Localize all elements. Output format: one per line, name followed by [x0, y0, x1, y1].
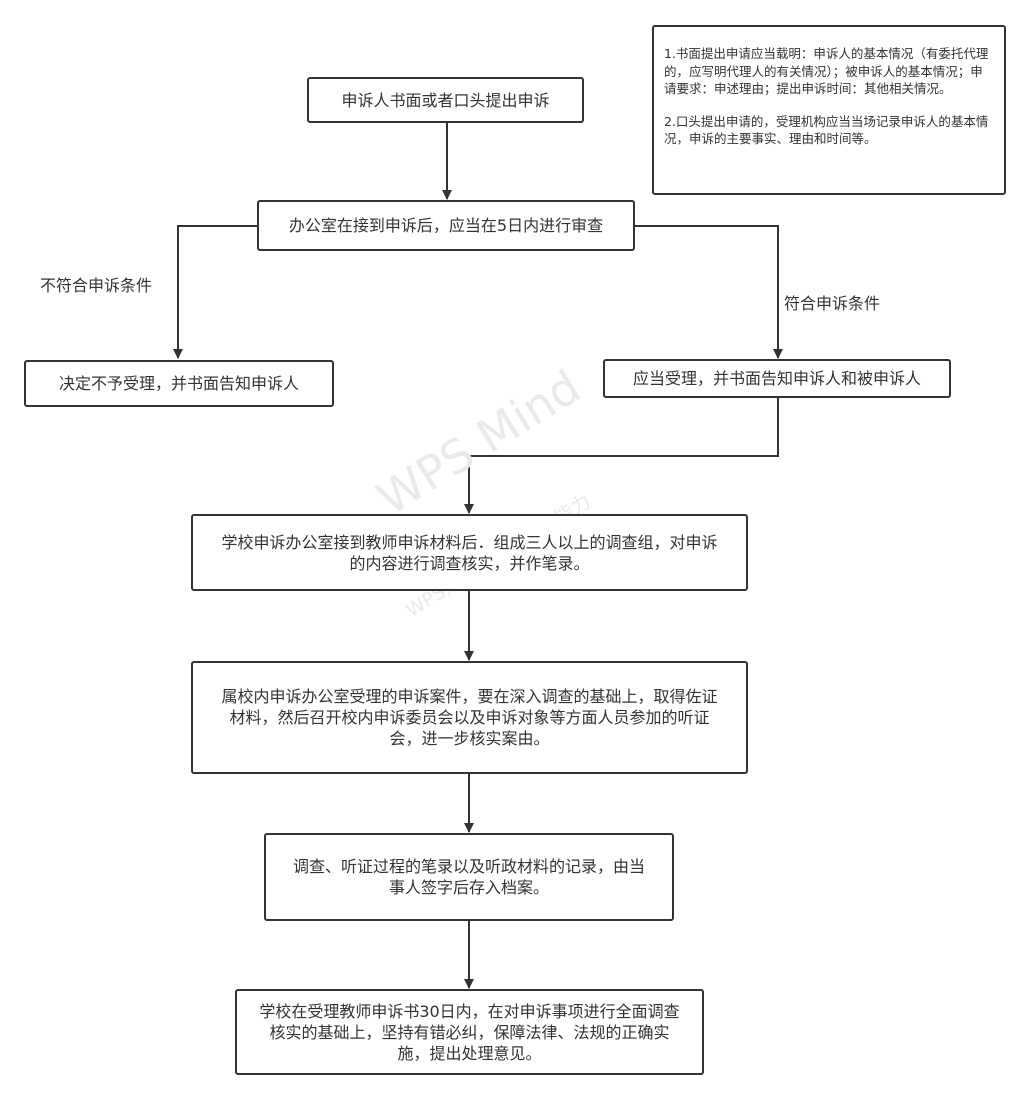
edge-accept-to-investigate	[464, 397, 779, 514]
node-decision-text: 学校在受理教师申诉书30日内，在对申诉事项进行全面调查核实的基础上，坚持有错必纠…	[259, 1001, 680, 1063]
node-start-text: 申诉人书面或者口头提出申诉	[341, 90, 550, 110]
node-decision: 学校在受理教师申诉书30日内，在对申诉事项进行全面调查核实的基础上，坚持有错必纠…	[235, 989, 704, 1075]
note-item-1: 1.书面提出申请应当载明：申诉人的基本情况（有委托代理的，应写明代理人的有关情况…	[664, 46, 989, 96]
edge-label-not-eligible: 不符合申诉条件	[40, 276, 153, 295]
note-item-2: 2.口头提出申请的，受理机构应当当场记录申诉人的基本情况，申诉的主要事实、理由和…	[664, 113, 989, 147]
node-archive-text: 调查、听证过程的笔录以及听政材料的记录，由当事人签字后存入档案。	[292, 857, 645, 897]
node-investigate-text: 学校申诉办公室接到教师申诉材料后．组成三人以上的调查组，对申诉的内容进行调查核实…	[221, 532, 718, 573]
node-hearing: 属校内申诉办公室受理的申诉案件，要在深入调查的基础上，取得佐证材料，然后召开校内…	[191, 661, 748, 774]
node-accept-text: 应当受理，并书面告知申诉人和被申诉人	[632, 369, 921, 388]
note-box: 1.书面提出申请应当载明：申诉人的基本情况（有委托代理的，应写明代理人的有关情况…	[652, 25, 1006, 195]
edge-label-eligible: 符合申诉条件	[784, 294, 881, 313]
node-reject: 决定不予受理，并书面告知申诉人	[24, 360, 334, 407]
node-review: 办公室在接到申诉后，应当在5日内进行审查	[257, 200, 635, 251]
node-hearing-text: 属校内申诉办公室受理的申诉案件，要在深入调查的基础上，取得佐证材料，然后召开校内…	[221, 687, 718, 748]
edge-review-to-reject	[173, 225, 258, 359]
edge-review-to-accept	[634, 225, 783, 359]
node-start: 申诉人书面或者口头提出申诉	[307, 77, 584, 123]
node-investigate: 学校申诉办公室接到教师申诉材料后．组成三人以上的调查组，对申诉的内容进行调查核实…	[191, 514, 748, 591]
node-reject-text: 决定不予受理，并书面告知申诉人	[58, 374, 299, 393]
node-archive: 调查、听证过程的笔录以及听政材料的记录，由当事人签字后存入档案。	[264, 833, 674, 921]
node-accept: 应当受理，并书面告知申诉人和被申诉人	[603, 359, 951, 398]
node-review-text: 办公室在接到申诉后，应当在5日内进行审查	[288, 216, 604, 235]
